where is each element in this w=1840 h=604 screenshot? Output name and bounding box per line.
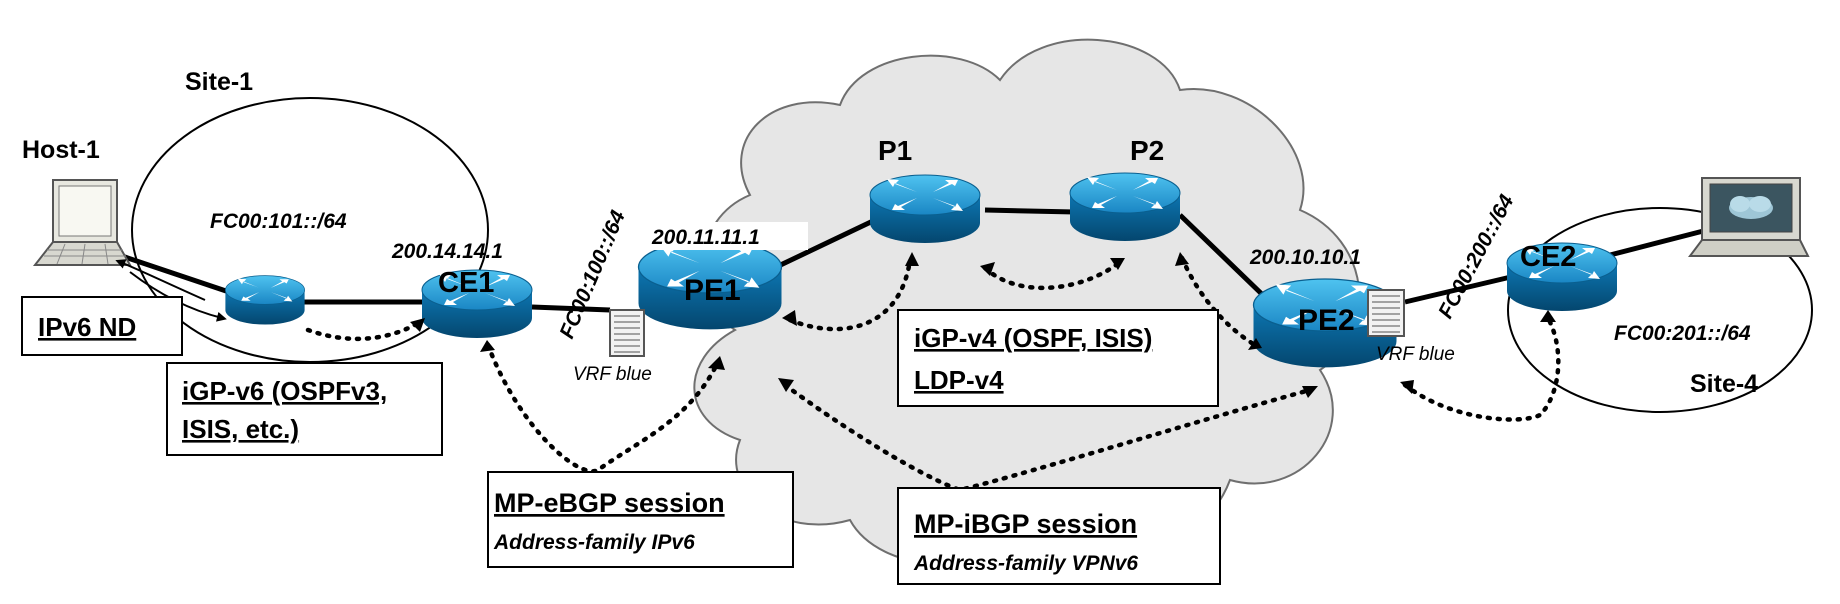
mp-ibgp-box: MP-iBGP session Address-family VPNv6	[897, 487, 1221, 585]
link-p1-p2	[984, 207, 1076, 215]
site1-internal-router-icon	[225, 275, 305, 325]
host1-label: Host-1	[22, 136, 100, 164]
link-pe2-ce2	[1404, 273, 1516, 305]
ipv6-nd-arrow	[115, 259, 206, 301]
igp-v6-line1: iGP-v6 (OSPFv3,	[182, 376, 387, 406]
site1-prefix-label: FC00:101::/64	[210, 210, 347, 233]
p1-router-icon	[869, 174, 981, 244]
igp-v4-box: iGP-v4 (OSPF, ISIS) LDP-v4	[897, 309, 1219, 407]
mp-ibgp-title: MP-iBGP session	[914, 509, 1137, 539]
pe2-label: PE2	[1298, 304, 1355, 337]
link-ce2-host	[1609, 225, 1716, 258]
ce1-label: CE1	[438, 267, 494, 299]
igp-v6-line2: ISIS, etc.)	[182, 414, 299, 444]
link-host1-router	[109, 249, 233, 296]
p1-label: P1	[878, 135, 912, 166]
pe2-ce2-prefix-label: FC00:200::/64	[1434, 191, 1519, 323]
link-ce1-pe1	[531, 304, 611, 313]
p2-label: P2	[1130, 135, 1164, 166]
pe2-vrf-label: VRF blue	[1376, 344, 1455, 365]
link-pe1-p1	[768, 217, 877, 273]
site4-boundary	[1507, 207, 1813, 413]
mp-ebgp-box: MP-eBGP session Address-family IPv6	[487, 471, 794, 568]
igp-v4-line1: iGP-v4 (OSPF, ISIS)	[914, 323, 1152, 353]
pe1-label: PE1	[684, 274, 741, 307]
pe2-ip-label: 200.10.10.1	[1249, 246, 1361, 269]
pe1-vrf-label: VRF blue	[573, 364, 652, 385]
pe1-ip-label: 200.11.11.1	[651, 226, 760, 249]
ce2-label: CE2	[1520, 241, 1576, 273]
dotted-arrowheads	[410, 252, 1556, 398]
laptop-icon	[32, 179, 132, 266]
igp-v6-box: iGP-v6 (OSPFv3, ISIS, etc.)	[166, 362, 443, 456]
igp-v4-line2: LDP-v4	[914, 365, 1004, 395]
link-p2-pe2	[1178, 213, 1270, 302]
vrf-box-pe1	[609, 309, 645, 357]
ce1-ip-label: 200.14.14.1	[391, 240, 503, 263]
mp-ebgp-title: MP-eBGP session	[494, 488, 725, 518]
mp-ibgp-subtitle: Address-family VPNv6	[913, 552, 1138, 575]
site1-label: Site-1	[185, 68, 253, 96]
mp-ebgp-subtitle: Address-family IPv6	[493, 531, 695, 554]
p2-router-icon	[1069, 172, 1181, 242]
vrf-box-pe2	[1367, 289, 1405, 337]
ipv6-nd-text: IPv6 ND	[38, 312, 136, 342]
site4-label: Site-4	[1690, 370, 1758, 398]
ipv6-nd-box: IPv6 ND	[21, 296, 183, 356]
pe1-ip-background	[648, 222, 808, 250]
monitor-icon	[1688, 177, 1810, 257]
site4-prefix-label: FC00:201::/64	[1614, 322, 1751, 345]
